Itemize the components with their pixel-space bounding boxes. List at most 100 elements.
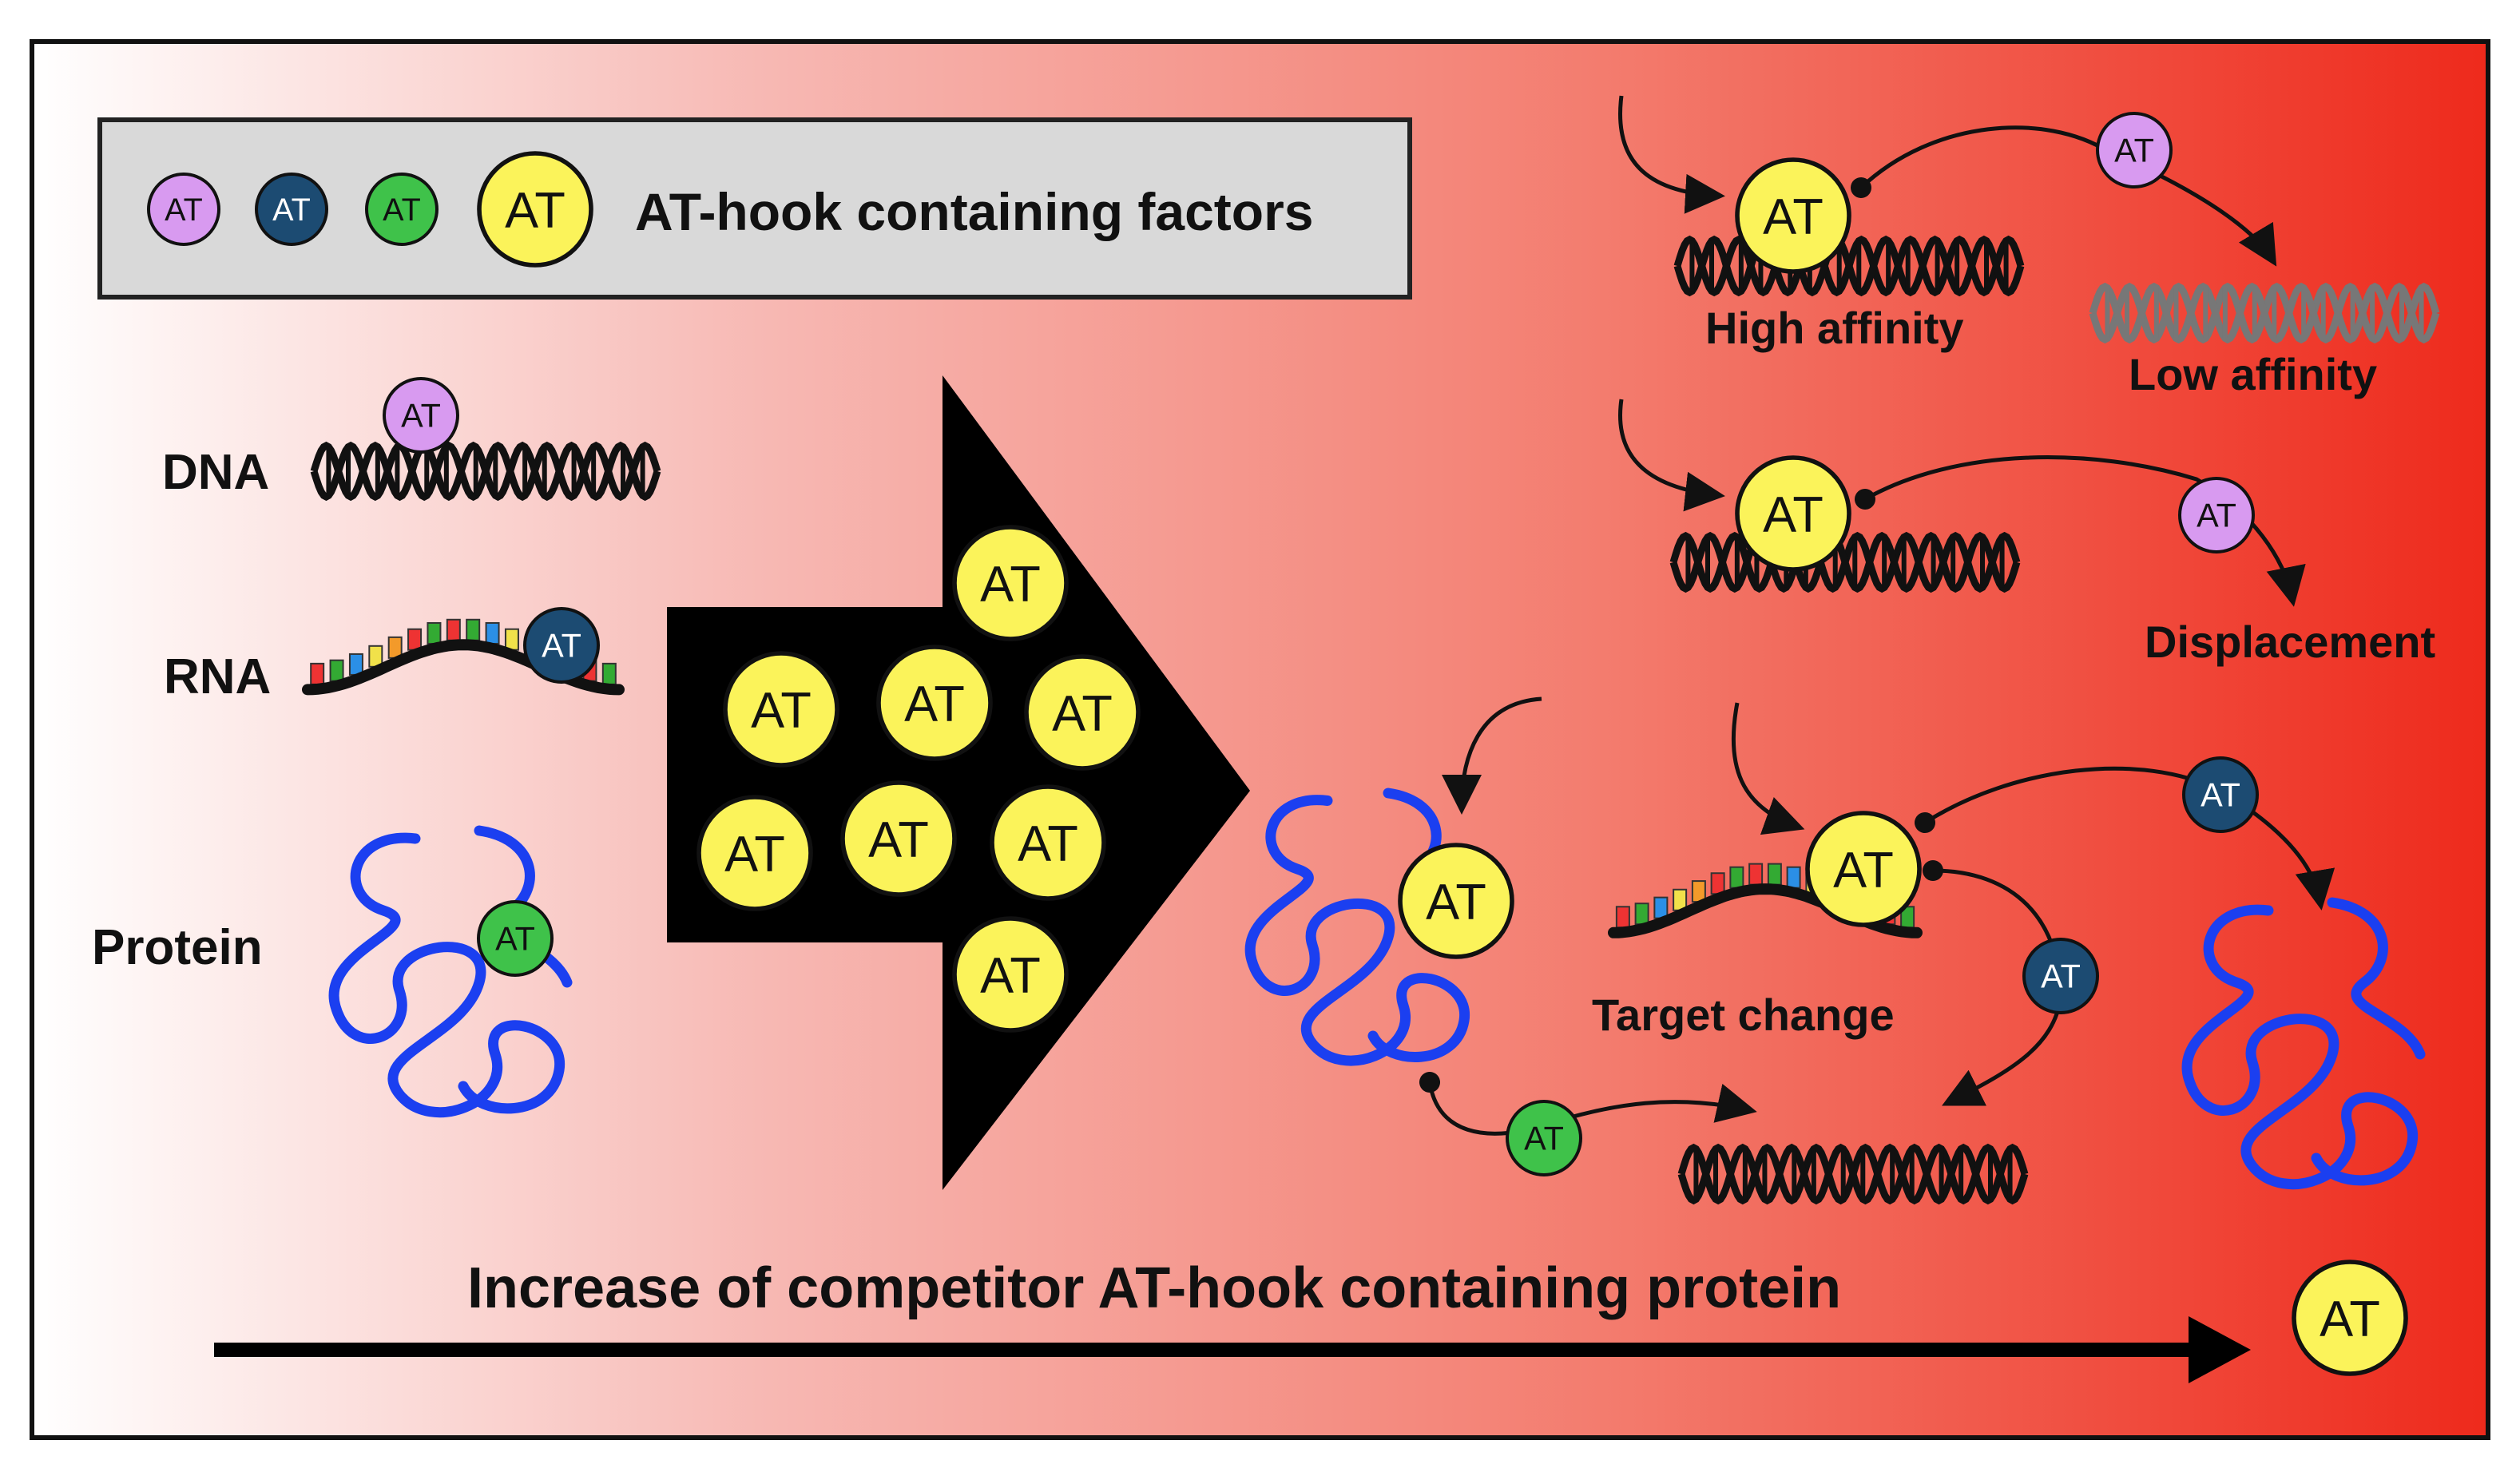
label-low-affinity: Low affinity <box>2129 349 2377 399</box>
dna-bottom <box>1677 1143 2029 1205</box>
displacement-factor-yellow-label: AT <box>1763 486 1824 542</box>
legend-factor-green-label: AT <box>383 192 421 228</box>
protein-bound-factor-green-label: AT <box>495 921 535 958</box>
label-displacement: Displacement <box>2145 617 2435 667</box>
rna-left-base <box>466 618 481 641</box>
arrow-factor-6: AT <box>840 780 957 897</box>
legend-factor-purple: AT <box>147 173 220 246</box>
competitor-factor-yellow-label: AT <box>2320 1291 2380 1347</box>
protein-middle-factor-yellow: AT <box>1398 843 1514 959</box>
legend-factor-yellow-circle <box>477 151 593 268</box>
arrow-factor-6-label: AT <box>868 811 929 867</box>
arrow-factor-2: AT <box>723 651 839 768</box>
bottom-arrow-head <box>2189 1316 2251 1383</box>
arrow-factor-1: AT <box>952 525 1069 641</box>
protein-bound-factor-green-circle <box>477 900 554 977</box>
arrow-factor-3-label: AT <box>904 676 965 732</box>
rna-target-change-base <box>1729 866 1744 889</box>
released-factor-navy-2: AT <box>2022 938 2099 1014</box>
displacement-factor-yellow-circle <box>1735 455 1851 572</box>
arrow-into-high-affinity <box>1618 95 1725 214</box>
high-affinity-factor-yellow-circle <box>1735 157 1851 274</box>
label-high-affinity: High affinity <box>1705 303 1964 353</box>
dna-low-affinity <box>2089 282 2440 344</box>
legend-factor-purple-label: AT <box>165 192 203 228</box>
rna-left-base <box>485 621 500 645</box>
released-factor-green: AT <box>1506 1100 1582 1176</box>
legend-factor-navy-circle <box>255 173 328 246</box>
rna-bound-factor-navy-label: AT <box>542 628 581 665</box>
arrow-factor-3-circle <box>876 645 993 761</box>
row-label-protein: Protein <box>92 920 263 975</box>
factors-layer: AT AT AT AT AT AT AT AT AT AT AT AT AT AT AT AT AT AT AT AT… <box>383 112 2408 1376</box>
rna-left-base <box>310 662 325 685</box>
legend-factor-green-circle <box>365 173 439 246</box>
competitor-arrow <box>667 375 1250 1190</box>
protein-middle-factor-yellow-circle <box>1398 843 1514 959</box>
rna-bound-factor-navy-circle <box>523 607 600 684</box>
released-factor-navy-1-circle <box>2182 756 2259 833</box>
legend-factor-navy: AT <box>255 173 328 246</box>
arrow-factor-3: AT <box>876 645 993 761</box>
rna-target-change-base <box>1767 863 1782 886</box>
protein-right-chain <box>2187 903 2420 1184</box>
arrow-factor-1-circle <box>952 525 1069 641</box>
dna-bound-factor-purple: AT <box>383 377 459 454</box>
arrow-factor-1-label: AT <box>980 556 1041 612</box>
dna-left-strand-b <box>310 441 661 502</box>
rna-bound-factor-navy: AT <box>523 607 600 684</box>
released-factor-purple-1-label: AT <box>2114 133 2154 169</box>
legend-factor-purple-circle <box>147 173 220 246</box>
arrow-factor-4: AT <box>1024 654 1141 771</box>
arrow-factor-7-circle <box>990 784 1106 901</box>
legend-factor-yellow: AT <box>477 151 593 268</box>
rna-left-base <box>504 628 519 651</box>
legend-factor-navy-label: AT <box>272 192 311 228</box>
dna-bound-factor-purple-label: AT <box>401 398 441 434</box>
row-label-rna: RNA <box>164 649 271 704</box>
rna-left-base <box>446 618 461 641</box>
competitor-factor-yellow-circle <box>2292 1260 2408 1376</box>
dna-left <box>310 441 661 502</box>
label-target-change: Target change <box>1592 990 1895 1040</box>
arrow-displacement-release <box>1855 455 2306 607</box>
displacement-factor-yellow: AT <box>1735 455 1851 572</box>
rna-target-factor-yellow-circle <box>1805 811 1922 927</box>
protein-middle-factor-yellow-label: AT <box>1426 874 1486 930</box>
dna-low-affinity-strand-b <box>2089 282 2440 344</box>
rna-target-change-base <box>1634 903 1649 926</box>
legend-factor-green: AT <box>365 173 439 246</box>
released-factor-navy-2-circle <box>2022 938 2099 1014</box>
dna-bottom-strand-b <box>1677 1143 2029 1205</box>
arrow-factor-7-label: AT <box>1018 815 1078 871</box>
rna-target-factor-yellow: AT <box>1805 811 1922 927</box>
rna-target-change-base <box>1748 863 1764 886</box>
arrow-factor-8: AT <box>952 916 1069 1033</box>
arrow-factor-2-label: AT <box>751 682 812 738</box>
released-factor-navy-1: AT <box>2182 756 2259 833</box>
rna-target-change-base <box>1653 896 1669 919</box>
rna-target-change-base <box>1710 872 1725 895</box>
released-factor-purple-2: AT <box>2178 477 2255 553</box>
arrow-factor-8-label: AT <box>980 947 1041 1003</box>
rna-left-base <box>407 628 423 651</box>
arrow-into-displacement <box>1618 399 1725 512</box>
competitor-factor-yellow: AT <box>2292 1260 2408 1376</box>
rna-target-change-base <box>1786 866 1801 889</box>
arrow-into-rna <box>1731 702 1805 835</box>
arrow-factor-5-label: AT <box>724 826 785 882</box>
legend-tokens: AT AT AT AT <box>147 151 593 268</box>
released-factor-purple-2-circle <box>2178 477 2255 553</box>
dna-high-affinity-strand-b <box>1673 235 2025 297</box>
rna-left-base <box>427 621 442 645</box>
rna-left-base <box>601 662 617 685</box>
dna-bound-factor-purple-circle <box>383 377 459 454</box>
released-factor-navy-1-label: AT <box>2201 777 2240 814</box>
rna-target-factor-yellow-label: AT <box>1833 842 1894 898</box>
released-factor-purple-1: AT <box>2096 112 2173 188</box>
protein-bound-factor-green: AT <box>477 900 554 977</box>
arrow-factor-5: AT <box>696 795 813 911</box>
rna-target-change-base <box>1615 906 1630 929</box>
rna-left-base <box>329 659 344 682</box>
